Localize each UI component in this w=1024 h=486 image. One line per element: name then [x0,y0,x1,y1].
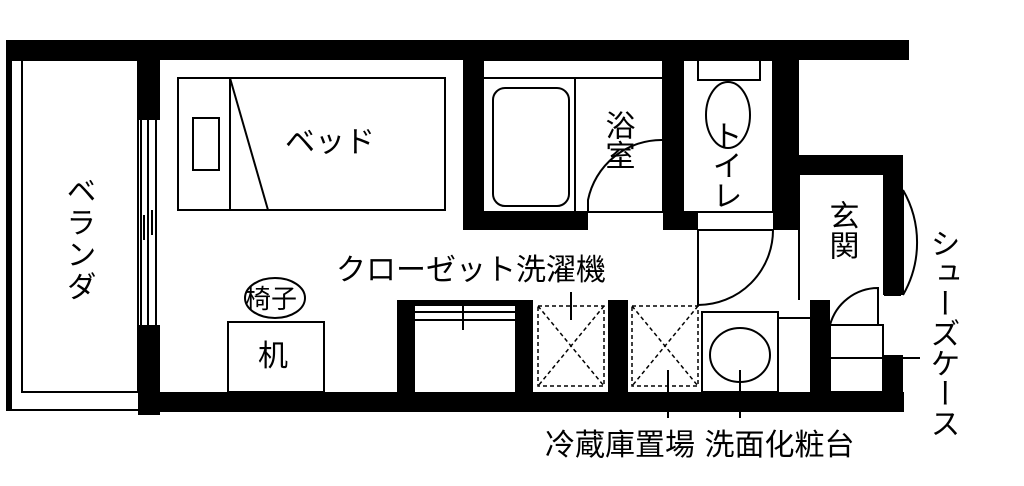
room-left-wall-upper [138,40,160,120]
front-door [884,189,918,296]
closet-right-wall [515,300,533,412]
bed [177,77,446,211]
chair [244,277,306,319]
walls [6,40,909,415]
veranda-left-wall [6,40,12,410]
closet-washer-label: クローゼット洗濯機 [336,253,606,288]
top-wall [6,40,909,60]
entrance-right-wall-lower [883,355,903,412]
toilet-label: トイレ [707,120,742,210]
toilet-right-wall [773,40,799,230]
bath-toilet-wall [663,40,683,230]
shoe-case-label: シューズケース [925,228,960,438]
chair-label: 椅子 [245,285,297,315]
entrance-label: 玄関 [824,200,859,260]
veranda [6,59,139,411]
bath-bottom-wall [463,212,588,230]
desk [227,321,325,393]
closet [415,306,515,330]
desk-label: 机 [258,339,288,374]
vanity-right-wall [810,300,830,412]
veranda-window [140,120,157,325]
washer-fridge-wall [608,300,628,412]
front-door-swing [902,189,918,296]
fridge-space [631,305,699,418]
veranda-label: ベランダ [61,175,96,303]
bath-door-swing [587,138,664,212]
closet-top-wall [397,300,533,306]
toilet-bottom-wall [663,212,698,230]
bathroom [482,59,664,213]
entrance-inner-door [829,286,879,326]
toilet-door-swing [697,229,774,307]
washer-space [537,292,605,387]
bath-left-wall [463,40,483,230]
entrance-top-wall [773,155,903,175]
closet-left-wall [397,300,415,412]
toilet [682,59,774,231]
bath-label: 浴室 [600,110,635,170]
bed-label: ベッド [285,125,375,160]
fridge-vanity-label: 冷蔵庫置場 洗面化粧台 [545,428,855,463]
vanity [701,311,810,418]
